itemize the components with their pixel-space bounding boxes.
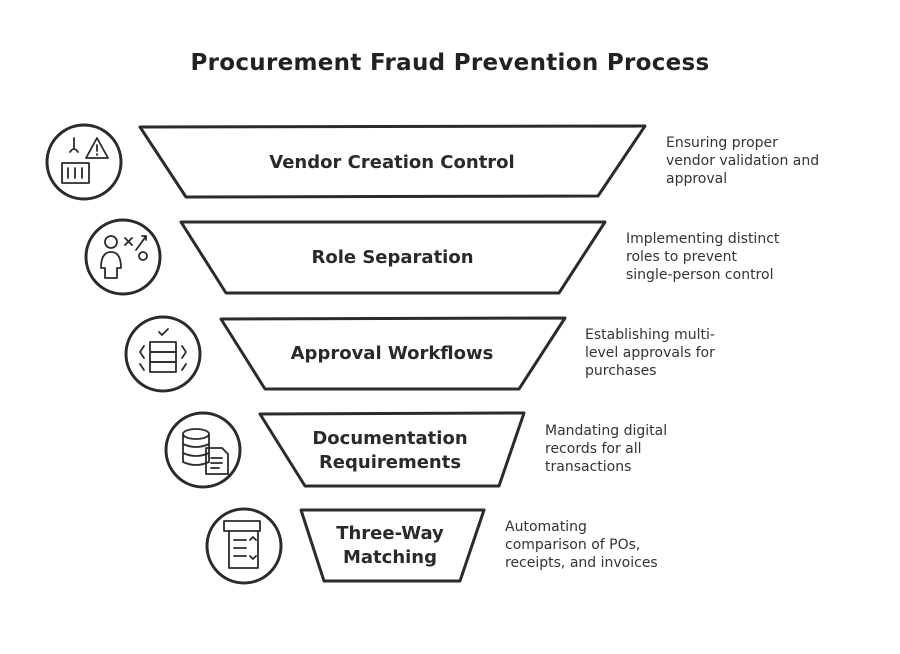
stage-description-three-way-matching: Automating comparison of POs, receipts, … xyxy=(505,519,658,571)
stage-description-documentation: Mandating digital records for all transa… xyxy=(545,423,668,475)
person-strategy-icon xyxy=(84,218,162,296)
funnel-stage-4 xyxy=(258,411,526,488)
stage-label-vendor-creation: Vendor Creation Control xyxy=(269,152,515,173)
diagram-title: Procurement Fraud Prevention Process xyxy=(190,50,710,76)
stage-label-three-way-matching: Three-Way Matching xyxy=(336,523,444,568)
funnel-stage-2 xyxy=(179,220,607,295)
funnel-stage-1 xyxy=(138,124,647,199)
checklist-icon xyxy=(205,507,283,585)
stage-label-role-separation: Role Separation xyxy=(311,247,474,268)
server-check-icon xyxy=(124,315,202,393)
vendor-warning-icon xyxy=(45,123,123,201)
stage-description-vendor-creation: Ensuring proper vendor validation and ap… xyxy=(666,135,820,187)
funnel-stage-5 xyxy=(299,508,486,583)
stage-description-role-separation: Implementing distinct roles to prevent s… xyxy=(626,231,780,283)
stage-label-approval-workflows: Approval Workflows xyxy=(290,343,494,364)
stage-description-approval-workflows: Establishing multi- level approvals for … xyxy=(585,327,715,379)
database-document-icon xyxy=(164,411,242,489)
stage-label-documentation: Documentation Requirements xyxy=(312,428,468,473)
funnel-stage-3 xyxy=(219,316,567,391)
